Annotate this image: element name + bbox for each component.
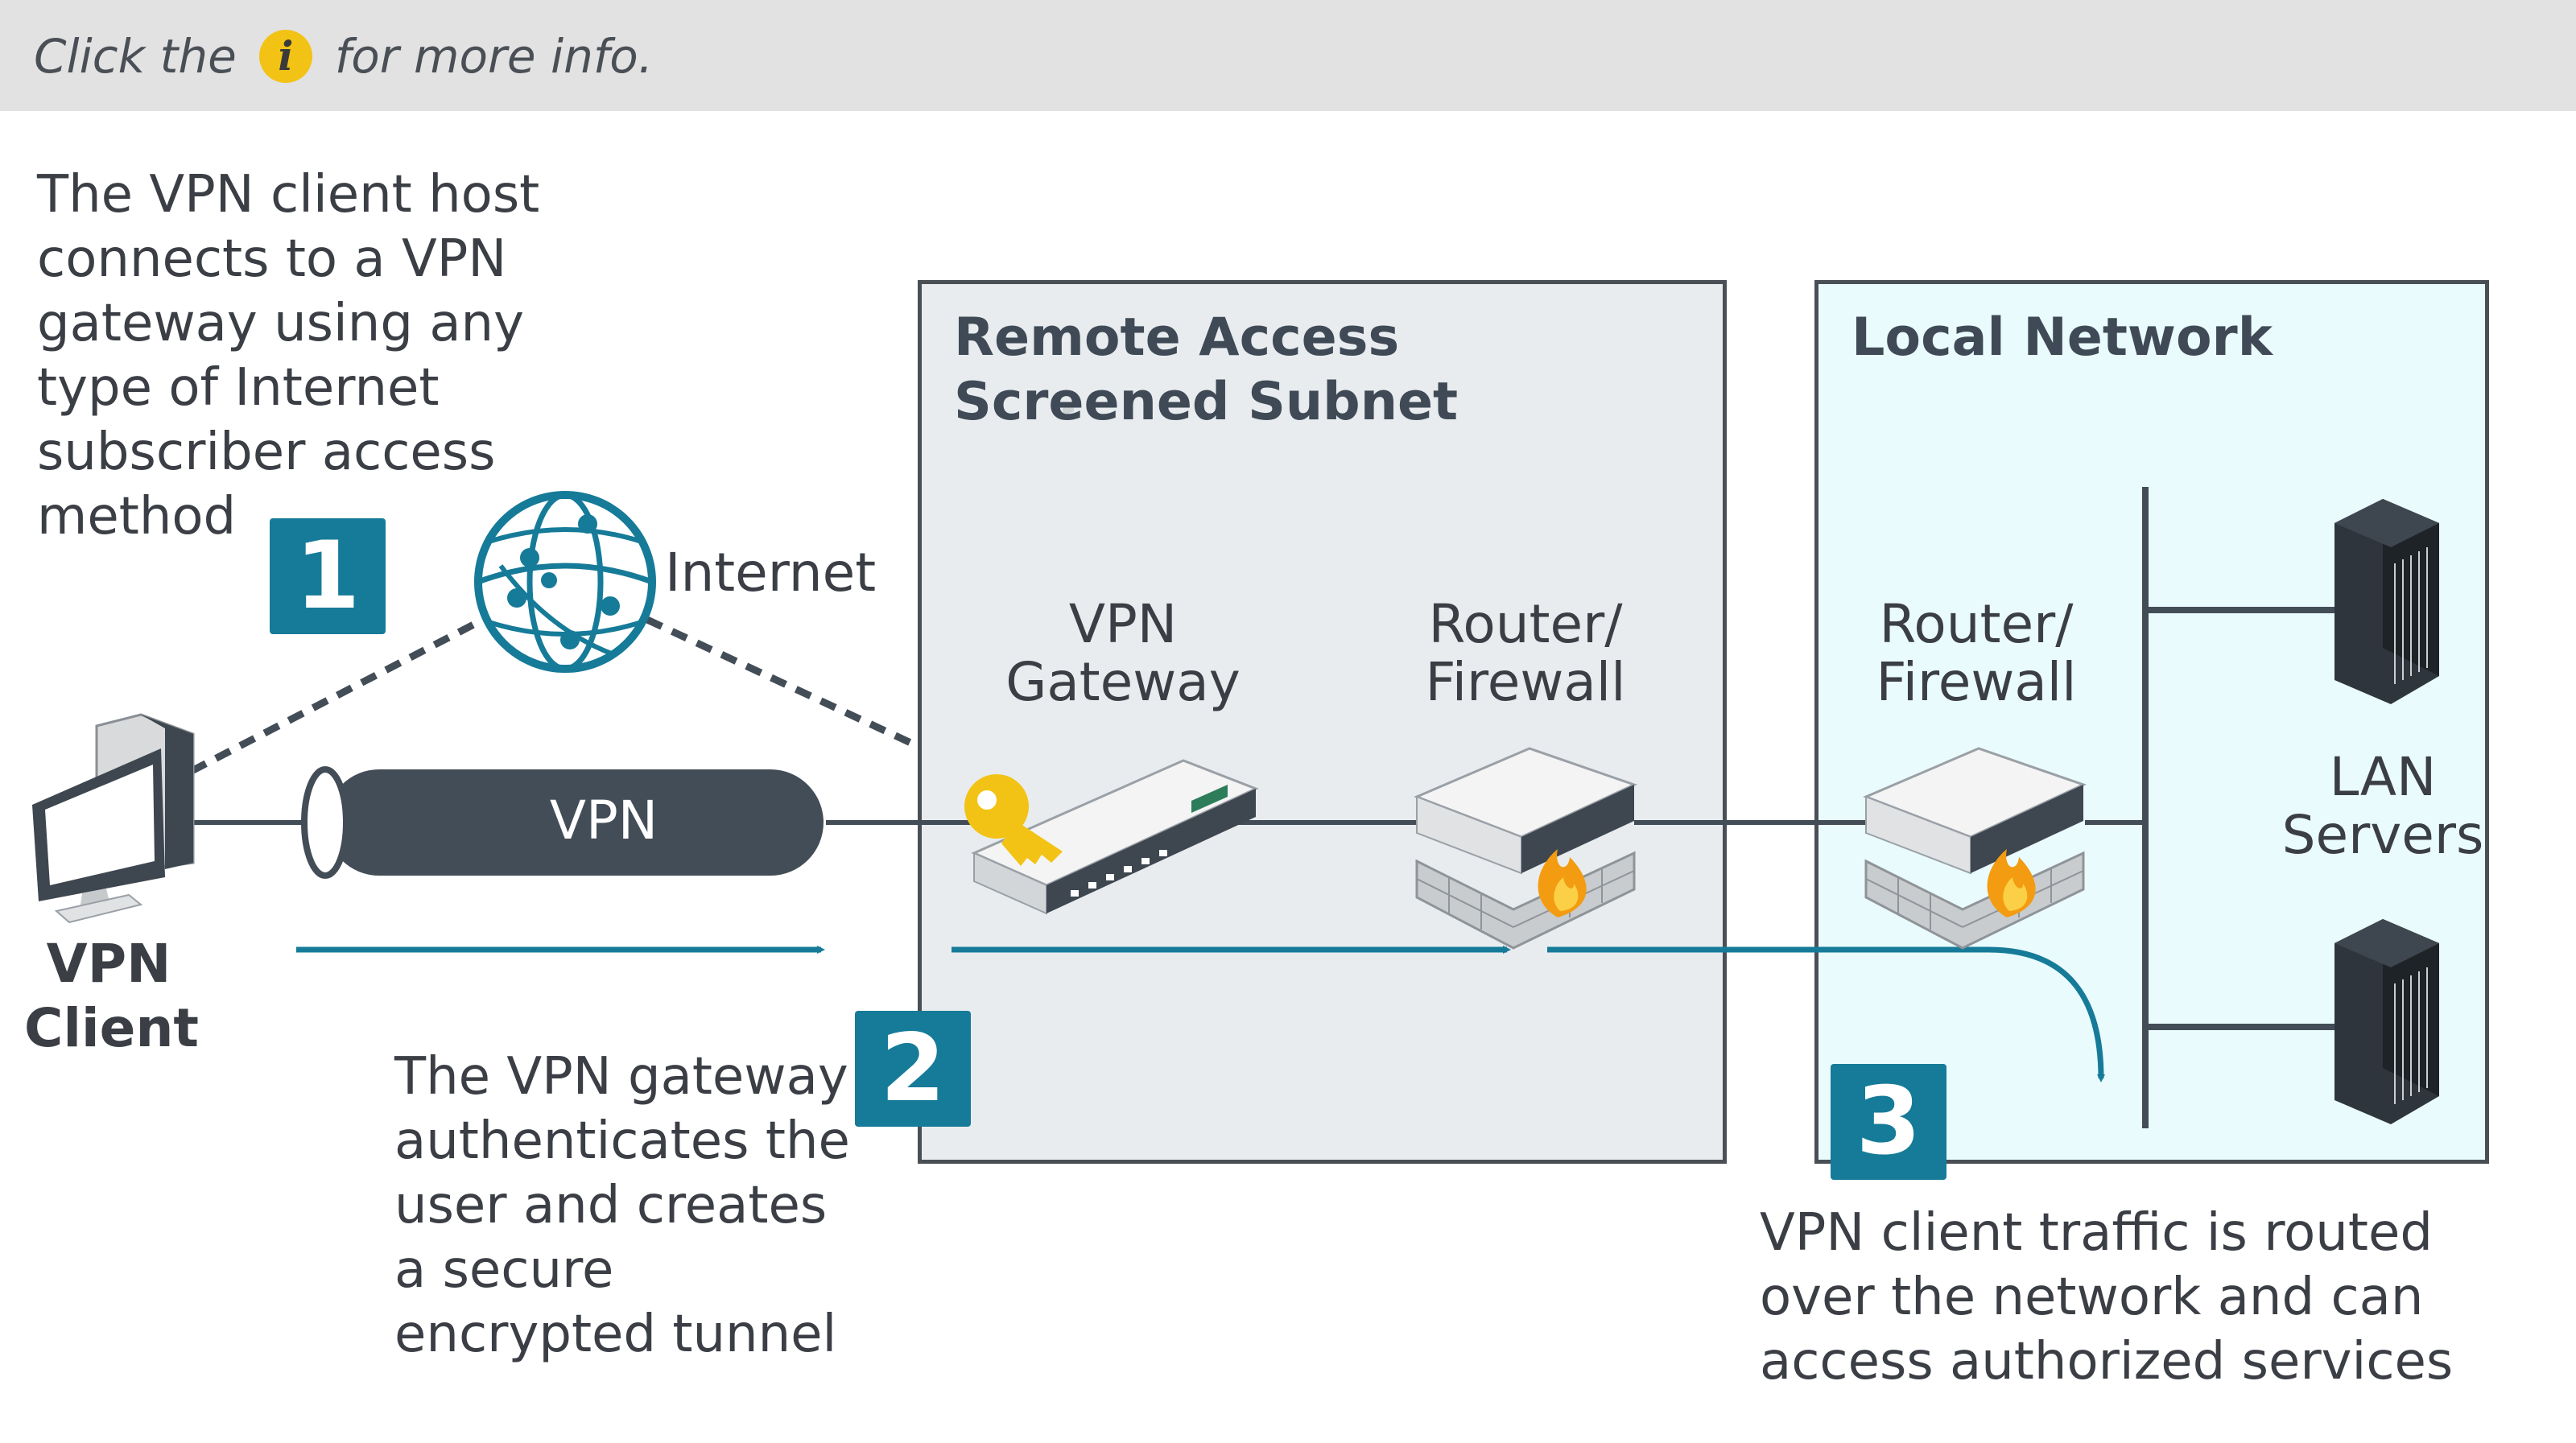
tunnel-pipe-icon [326, 769, 824, 876]
lan-servers-line-1: LAN [2329, 746, 2437, 808]
step-1-line-4: type of Internet [37, 358, 440, 418]
instruction-hint: Click the i for more info. [34, 29, 653, 84]
step-2-line-4: a secure [394, 1240, 614, 1300]
step-2-line-2: authenticates the [394, 1111, 850, 1171]
step-2-description: The VPN gateway authenticates the user a… [394, 1045, 850, 1367]
vpn-gateway-label-line-1: VPN [1068, 593, 1178, 655]
remote-access-screened-subnet-zone [918, 280, 1727, 1164]
step-2-line-5: encrypted tunnel [394, 1305, 837, 1364]
step-1-description: The VPN client host connects to a VPN ga… [37, 163, 539, 549]
step-3-line-3: access authorized services [1760, 1332, 2454, 1391]
server-rack-icon-top [2334, 499, 2439, 704]
desktop-computer-icon [32, 713, 195, 924]
step-3-line-2: over the network and can [1760, 1268, 2424, 1327]
step-2-badge[interactable]: 2 [855, 1011, 971, 1127]
tunnel-label: VPN [549, 790, 658, 851]
step-3-badge[interactable]: 3 [1831, 1064, 1946, 1180]
server-rack-icon-bottom [2334, 919, 2439, 1124]
step-2-line-3: user and creates [394, 1176, 828, 1235]
router-firewall-remote-label: Router/ Firewall [1385, 596, 1666, 711]
vpn-tunnel [301, 766, 824, 879]
hint-text-before: Click the [34, 29, 237, 84]
vpn-gateway-label-line-2: Gateway [1005, 651, 1241, 713]
internet-link-client [189, 616, 485, 774]
router-firewall-remote-line-1: Router/ [1428, 593, 1623, 655]
tunnel-opening [301, 766, 349, 879]
step-1-line-2: connects to a VPN [37, 229, 507, 289]
flow-arrow-firewall-to-lan [1547, 946, 2105, 1082]
hint-text-after: for more info. [334, 29, 654, 84]
remote-zone-title: Remote Access Screened Subnet [954, 306, 1458, 435]
firewall-router-icon-remote [1414, 747, 1637, 950]
globe-network-icon [474, 491, 656, 673]
lan-servers-line-2: Servers [2281, 804, 2484, 866]
step-3-description: VPN client traffic is routed over the ne… [1760, 1201, 2453, 1394]
remote-zone-title-line-1: Remote Access [954, 307, 1400, 368]
info-icon[interactable]: i [258, 30, 312, 83]
lan-servers-label: LAN Servers [2254, 748, 2512, 864]
router-firewall-local-line-1: Router/ [1879, 593, 2074, 655]
router-firewall-local-label: Router/ Firewall [1835, 596, 2117, 711]
internet-link-gateway [646, 616, 921, 751]
step-1-line-6: method [37, 487, 237, 546]
step-2-line-1: The VPN gateway [394, 1047, 848, 1107]
remote-zone-title-line-2: Screened Subnet [954, 372, 1459, 432]
internet-label: Internet [665, 542, 877, 604]
router-firewall-local-line-2: Firewall [1876, 651, 2077, 713]
vpn-gateway-key-icon [964, 403, 1259, 915]
vpn-client-label: VPN Client [24, 932, 199, 1061]
firewall-router-icon-local [1863, 747, 2087, 950]
vpn-client-label-line-2: Client [24, 997, 199, 1059]
step-1-badge[interactable]: 1 [270, 518, 386, 634]
local-zone-title: Local Network [1852, 307, 2273, 368]
step-3-line-1: VPN client traffic is routed [1760, 1203, 2433, 1263]
step-1-line-5: subscriber access [37, 423, 496, 482]
vpn-client-label-line-1: VPN [46, 933, 171, 995]
step-1-line-1: The VPN client host [37, 165, 540, 225]
router-firewall-remote-line-2: Firewall [1425, 651, 1626, 713]
step-1-line-3: gateway using any [37, 294, 524, 353]
instruction-bar: Click the i for more info. [0, 0, 2576, 111]
vpn-gateway-label: VPN Gateway [982, 596, 1264, 711]
